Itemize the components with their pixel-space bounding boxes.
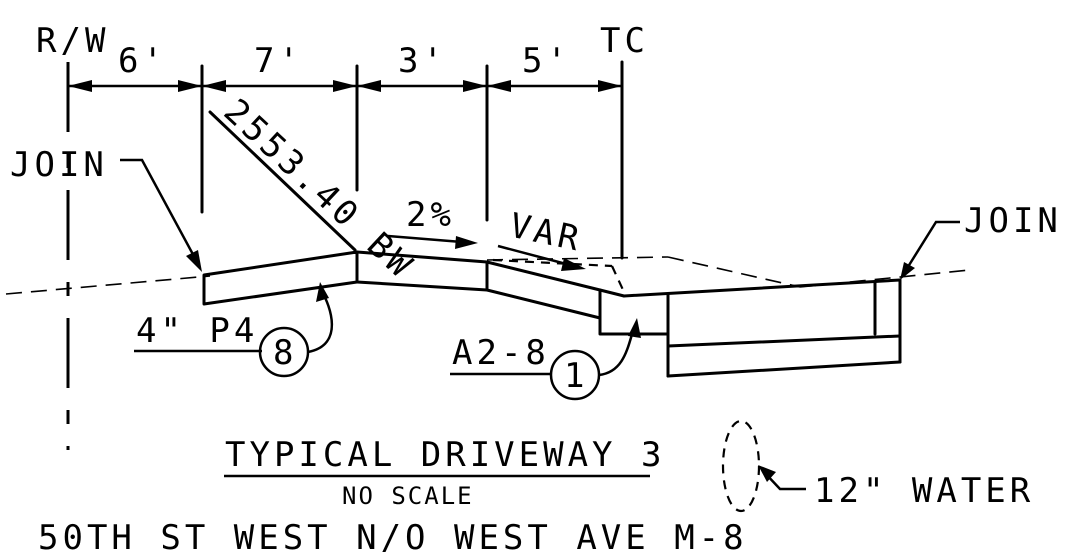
proposed-curb-dashed (492, 258, 625, 293)
right-of-way-label: R/W (36, 21, 109, 61)
top-of-curb-label: TC (600, 21, 649, 61)
slope-arrow (387, 234, 478, 249)
roadway-pavement (666, 278, 902, 378)
material-right-label: A2-8 (452, 333, 550, 373)
driveway-slab-right (485, 260, 602, 320)
dimension-label-7ft: 7' (254, 41, 303, 81)
join-left-label: JOIN (10, 145, 108, 185)
callout-right-leader (598, 318, 641, 377)
join-left-leader (120, 158, 202, 272)
callout-number-right: 1 (564, 356, 584, 396)
curb-and-gutter (598, 278, 902, 378)
water-label: 12" WATER (814, 471, 1034, 511)
join-right-leader (900, 220, 960, 280)
water-leader (758, 465, 806, 491)
material-left-label: 4" P4 (136, 311, 258, 351)
dimension-line (68, 80, 622, 92)
var-arrow (497, 244, 586, 271)
dimension-label-5ft: 5' (522, 41, 571, 81)
driveway-slab-left (202, 250, 359, 306)
slope-label: 2% (406, 195, 455, 235)
dimension-label-3ft: 3' (398, 41, 447, 81)
dimension-label-6ft: 6' (118, 41, 167, 81)
drawing-location: 50TH ST WEST N/O WEST AVE M-8 (38, 518, 748, 556)
water-pipe-symbol (721, 419, 761, 513)
join-right-label: JOIN (964, 201, 1062, 241)
callout-number-left: 8 (273, 333, 293, 373)
drawing-scale: NO SCALE (342, 482, 474, 510)
drawing-title: TYPICAL DRIVEWAY 3 (225, 435, 665, 475)
elevation-leader (208, 110, 357, 252)
callout-left-leader (307, 282, 334, 354)
